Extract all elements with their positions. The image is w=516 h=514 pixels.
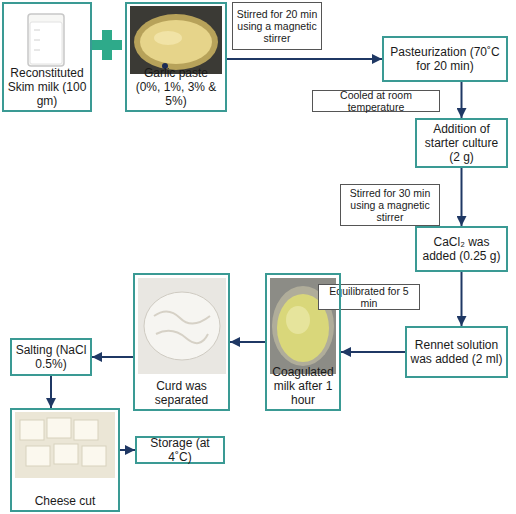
box-text: Salting (NaCl 0.5%) (15, 343, 87, 371)
process-box: Coagulated milk after 1 hour (265, 273, 341, 411)
milk-highlight (286, 306, 310, 334)
step-note-box: Equilibrated for 5 min (318, 284, 420, 310)
milk-beaker (28, 14, 64, 66)
process-box: Garlic paste (0%, 1%, 3% & 5%) (125, 2, 227, 112)
process-box: Storage (at 4˚C) (135, 436, 225, 464)
cheese-photo (15, 412, 115, 478)
flow-arrow (461, 168, 463, 226)
cheese-cube (74, 420, 98, 440)
process-box: Cheese cut (10, 408, 120, 512)
plus-sign (92, 30, 122, 60)
process-box: CaCl₂ was added (0.25 g) (415, 226, 508, 272)
flow-arrow (50, 376, 52, 408)
process-box: Reconstituted Skim milk (100 gm) (2, 2, 92, 112)
box-text: Cooled at room temperature (316, 89, 436, 113)
bowl (134, 14, 218, 70)
flow-arrow (341, 351, 405, 353)
cheese-cube (82, 446, 106, 466)
curd (144, 292, 220, 360)
box-text: Storage (at 4˚C) (140, 436, 220, 464)
box-text: Pasteurization (70˚C for 20 min) (387, 45, 503, 73)
step-note-box: Cooled at room temperature (312, 90, 440, 112)
box-text: Garlic paste (0%, 1%, 3% & 5%) (130, 66, 222, 108)
box-text: Stirred for 30 min using a magnetic stir… (344, 187, 436, 223)
curd-texture (154, 311, 210, 323)
cheese-cube (54, 444, 78, 464)
flow-arrow (92, 356, 133, 358)
box-text: Curd was separated (138, 379, 225, 407)
paste-highlight (154, 31, 182, 45)
flow-arrow (120, 449, 135, 451)
cheese-cube (26, 446, 50, 466)
beaker-glass (28, 14, 64, 66)
step-note-box: Stirred for 30 min using a magnetic stir… (340, 184, 440, 226)
process-box: Salting (NaCl 0.5%) (10, 338, 92, 376)
box-text: Stirred for 20 min using a magnetic stir… (236, 8, 318, 44)
process-box: Rennet solution was added (2 ml) (405, 326, 508, 378)
beaker-mark (34, 40, 40, 41)
flow-arrow (461, 272, 463, 326)
process-box: Pasteurization (70˚C for 20 min) (382, 36, 508, 82)
box-text: Cheese cut (35, 494, 96, 508)
box-text: CaCl₂ was added (0.25 g) (420, 235, 503, 263)
box-text: Reconstituted Skim milk (100 gm) (7, 66, 87, 108)
photo-bg (130, 6, 222, 74)
process-box: Curd was separated (133, 273, 230, 411)
flow-arrow (230, 341, 265, 343)
cloth (138, 278, 226, 374)
flow-arrow (227, 58, 382, 60)
curd-photo (138, 278, 226, 374)
curd-texture (156, 331, 208, 343)
photo-bg (15, 412, 115, 478)
box-text: Equilibrated for 5 min (322, 285, 416, 309)
box-text: Coagulated milk after 1 hour (270, 365, 336, 407)
flow-arrow (461, 82, 463, 118)
beaker-mark (34, 50, 40, 51)
garlic-paste (140, 20, 212, 64)
box-text: Rennet solution was added (2 ml) (410, 338, 503, 366)
process-box: Addition of starter culture (2 g) (415, 118, 508, 168)
cheese-cube (47, 418, 71, 438)
beaker-mark (34, 30, 40, 31)
step-note-box: Stirred for 20 min using a magnetic stir… (232, 2, 322, 50)
box-text: Addition of starter culture (2 g) (420, 122, 503, 164)
milk-fill (30, 22, 62, 64)
cheese-cube (20, 420, 44, 440)
plus-bar (92, 40, 122, 50)
garlic-photo (130, 6, 222, 74)
